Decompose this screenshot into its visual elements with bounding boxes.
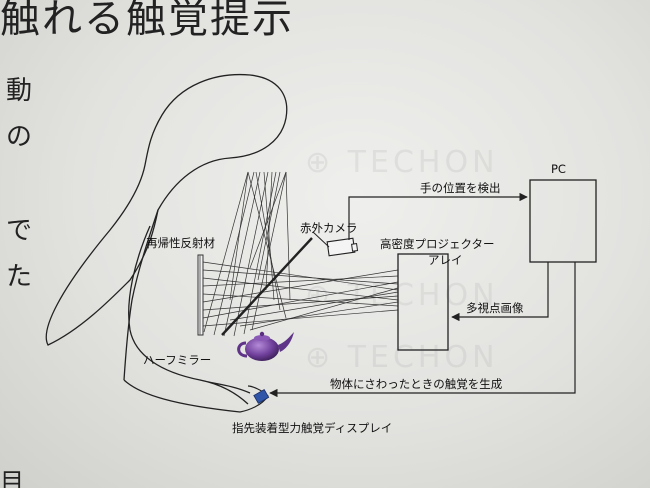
watermark: ⊕ TECHON [305,278,499,313]
arrow-generate-touch [269,262,576,398]
person-head-outline [45,73,288,346]
label-pc: PC [551,162,566,176]
label-ir-camera: 赤外カメラ [300,221,358,235]
side-text-char: で [6,216,33,246]
ir-camera [326,237,359,257]
person-body-outline [123,209,159,381]
label-generate-touch: 物体にさわったときの触覚を生成 [330,377,503,391]
side-text-char: の [6,122,33,152]
side-text-char: た [6,262,33,292]
retroreflector [197,254,204,336]
bottom-text-char: 目 [0,468,24,488]
label-half-mirror: ハーフミラー [143,353,212,367]
camera-pointer [312,231,330,248]
arrow-hand-position [348,192,528,240]
label-hand-position-detection: 手の位置を検出 [420,181,501,195]
label-multi-view-images: 多視点画像 [466,301,524,315]
label-retroreflector: 再帰性反射材 [146,236,215,250]
arrow-multi-view [451,262,549,322]
label-projector-array: 高密度プロジェクター [380,237,495,251]
pc-box [529,179,597,263]
slide-heading: 触れる触覚提示 [0,0,294,42]
fingertip-haptic-device [253,388,270,404]
side-text-char: 動 [6,76,33,106]
person-arm-outline [123,225,251,413]
label-fingertip-display: 指先装着型力触覚ディスプレイ [232,421,393,435]
projector-array-box [397,253,449,351]
watermark: ⊕ TECHON [305,340,499,375]
half-mirror [221,237,313,336]
light-rays [202,171,399,337]
label-projector-array-line2: アレイ [428,253,463,267]
teapot-virtual-object [237,331,294,361]
watermark: ⊕ TECHON [305,145,499,180]
